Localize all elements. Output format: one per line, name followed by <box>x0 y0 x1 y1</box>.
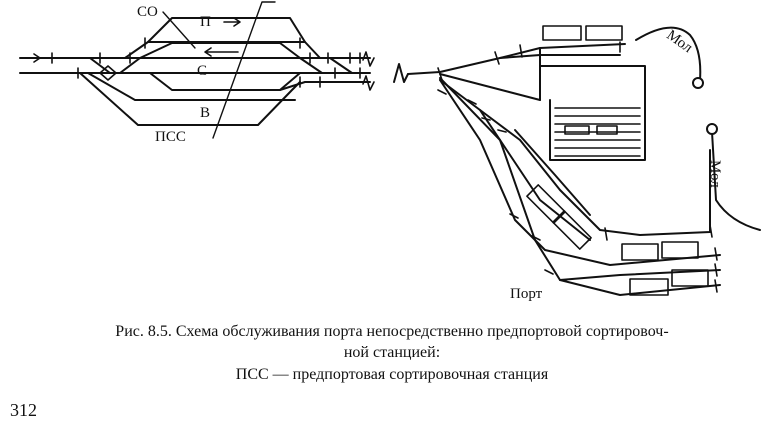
label-port: Порт <box>510 286 543 302</box>
port-branch-4 <box>439 79 721 266</box>
port-track-upper-2 <box>499 54 621 59</box>
building-bot-1 <box>629 278 669 296</box>
pss-leader-line <box>212 1 276 139</box>
port-ticks <box>437 41 718 293</box>
port-branch-1 <box>439 73 541 101</box>
building-low-2 <box>661 241 699 259</box>
station-ticks <box>51 37 361 88</box>
track-c-lower <box>149 72 301 91</box>
building-mid-1 <box>564 125 590 135</box>
crossover-left <box>89 57 111 74</box>
figure-caption-line3: ПСС — предпортовая сортировочная станция <box>235 366 549 383</box>
track-p-inner <box>124 41 306 59</box>
port-service-diagram <box>19 1 761 296</box>
hump-diamond-icon <box>99 65 117 81</box>
track-lower-right <box>279 81 371 91</box>
break-mark-left-bottom <box>362 75 375 91</box>
port-branch-6 <box>514 129 591 216</box>
port-branch-3 <box>439 77 721 296</box>
port-tracks <box>393 43 721 296</box>
port-sidings <box>554 107 641 157</box>
arrow-left-icon <box>204 47 239 57</box>
station-tracks <box>19 17 371 126</box>
arrow-right-icon <box>223 17 241 27</box>
track-p <box>147 17 321 59</box>
mol-top <box>635 26 702 81</box>
figure-caption-line2: ной станцией: <box>343 344 441 361</box>
figure-caption-line1: Рис. 8.5. Схема обслуживания порта непос… <box>115 323 669 340</box>
building-top-1 <box>542 25 582 41</box>
sidings-frame <box>539 65 646 161</box>
co-leader-line <box>162 11 196 49</box>
mol-right-end-icon <box>706 123 718 135</box>
port-track-lower <box>559 269 721 281</box>
crossover-right-2 <box>329 57 353 74</box>
arrow-left-track-icon <box>25 53 41 63</box>
port-branch-2 <box>439 79 591 241</box>
track-b-hump <box>79 72 301 126</box>
building-mid-2 <box>596 125 618 135</box>
track-c-upper <box>119 57 141 74</box>
track-b <box>87 72 296 101</box>
crossover-right-1 <box>299 57 323 74</box>
port-buildings <box>526 25 709 296</box>
building-diag-1 <box>526 184 566 224</box>
port-entry-break <box>393 63 409 83</box>
label-b: В <box>200 105 211 121</box>
page-number: 312 <box>10 400 37 420</box>
building-bot-2 <box>671 269 709 287</box>
port-branch-5 <box>479 109 711 236</box>
port-main <box>407 43 626 75</box>
label-mol-right: Мол <box>707 160 723 188</box>
label-p: П <box>200 14 211 30</box>
label-pss: ПСС <box>155 129 186 145</box>
track-co <box>139 42 301 59</box>
label-c: С <box>197 63 208 79</box>
mol-right <box>711 131 761 231</box>
mol-top-end-icon <box>692 77 704 89</box>
label-co: СО <box>137 4 158 20</box>
building-diag-2 <box>552 210 592 250</box>
building-top-2 <box>585 25 623 41</box>
building-low-1 <box>621 243 659 261</box>
break-mark-left-top <box>362 51 375 67</box>
